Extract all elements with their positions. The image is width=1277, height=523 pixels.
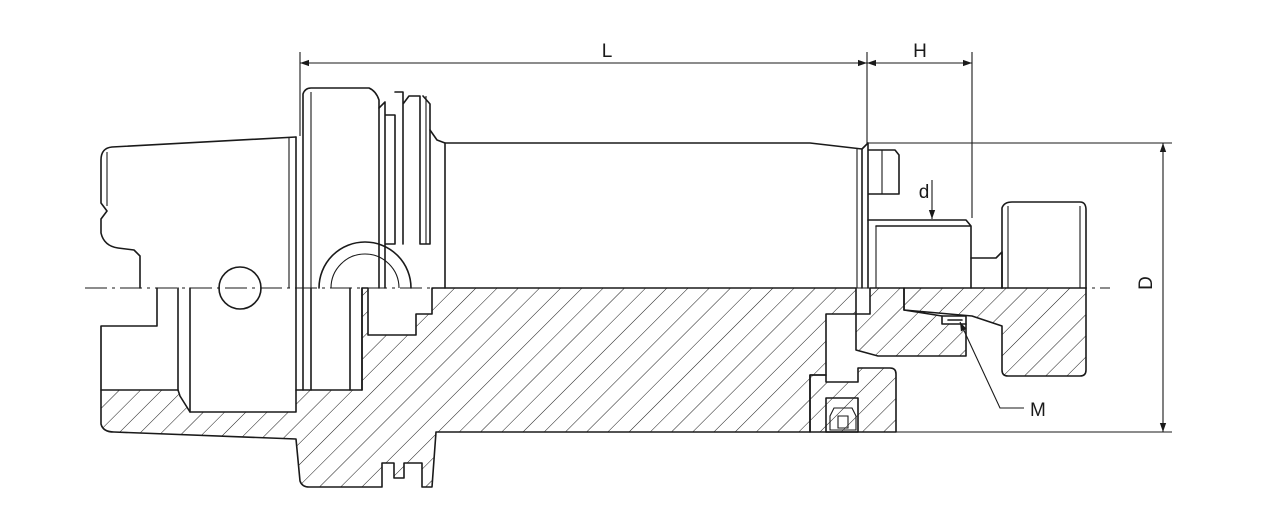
neck-outline (429, 129, 446, 289)
pilot-spigot (867, 219, 972, 289)
m-leader (959, 321, 1024, 409)
l-label: L (602, 41, 613, 62)
dimensions: L H d D M (299, 41, 1172, 433)
taper-shank-outline (100, 136, 297, 289)
drive-slot-arc (318, 241, 412, 289)
upper-half-view (100, 87, 1087, 310)
main-body-outline (444, 142, 863, 289)
m-label: M (1030, 400, 1046, 421)
screw-head-outline (1001, 201, 1087, 289)
big-d-label: D (1136, 276, 1157, 290)
body-section (100, 287, 857, 488)
lower-half-section (100, 287, 1087, 488)
drive-ring-section (809, 367, 897, 433)
screw-head-section (903, 287, 1087, 377)
shank-bore (100, 287, 363, 413)
pilot-gap (970, 251, 1003, 289)
thread-detail (941, 315, 967, 325)
flange-collar (394, 91, 431, 245)
d-label: d (919, 182, 930, 203)
flange-outline (302, 87, 380, 289)
nose-outline (861, 142, 900, 289)
flange-groove (378, 101, 396, 289)
h-label: H (913, 41, 927, 62)
drive-key-screw (829, 407, 857, 431)
drive-slot-inner-arc (330, 253, 400, 289)
pilot-section (855, 287, 967, 357)
